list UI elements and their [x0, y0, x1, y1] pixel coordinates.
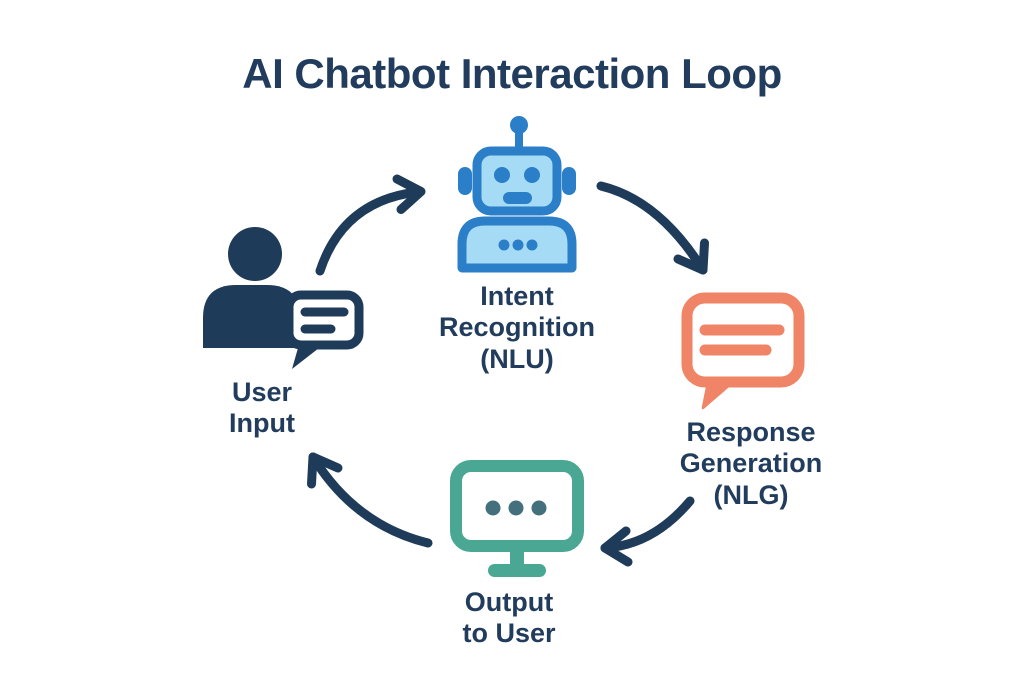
node-intent-recognition	[441, 113, 596, 275]
robot-dot	[526, 239, 538, 251]
screen-dot	[508, 500, 524, 516]
label-user-input: User Input	[229, 377, 295, 439]
user-chat-icon	[203, 227, 364, 369]
robot-ear-right	[562, 167, 576, 195]
bubble-outline	[681, 292, 805, 388]
user-head-shape	[228, 227, 282, 281]
chat-bubble-outline	[284, 290, 364, 350]
node-output-to-user	[442, 458, 592, 583]
robot-mouth	[503, 192, 532, 204]
robot-dot	[498, 239, 510, 251]
robot-ear-left	[458, 167, 472, 195]
arrow-user-to-intent-icon	[315, 174, 426, 276]
screen-dot	[485, 500, 501, 516]
user-body-shape	[203, 285, 300, 348]
arrow-output-to-user-icon	[307, 452, 433, 548]
robot-antenna-ball	[510, 116, 528, 134]
label-output-to-user: Output to User	[462, 587, 556, 649]
node-response-generation	[678, 290, 808, 415]
arrow-intent-to-response-icon	[596, 181, 709, 275]
monitor-icon	[450, 460, 584, 577]
arrow-response-to-output-icon	[600, 496, 695, 567]
robot-eye	[494, 167, 510, 183]
label-intent-recognition: Intent Recognition (NLU)	[439, 281, 595, 374]
node-user-input	[200, 223, 370, 375]
robot-head	[472, 146, 562, 216]
robot-icon	[457, 116, 577, 273]
label-response-generation: Response Generation (NLG)	[679, 417, 823, 510]
diagram-title: AI Chatbot Interaction Loop	[242, 50, 782, 97]
screen-dot	[531, 500, 547, 516]
robot-dot	[512, 239, 524, 251]
chat-bubble-icon	[681, 292, 805, 410]
monitor-base	[488, 564, 546, 577]
robot-eye	[524, 167, 540, 183]
